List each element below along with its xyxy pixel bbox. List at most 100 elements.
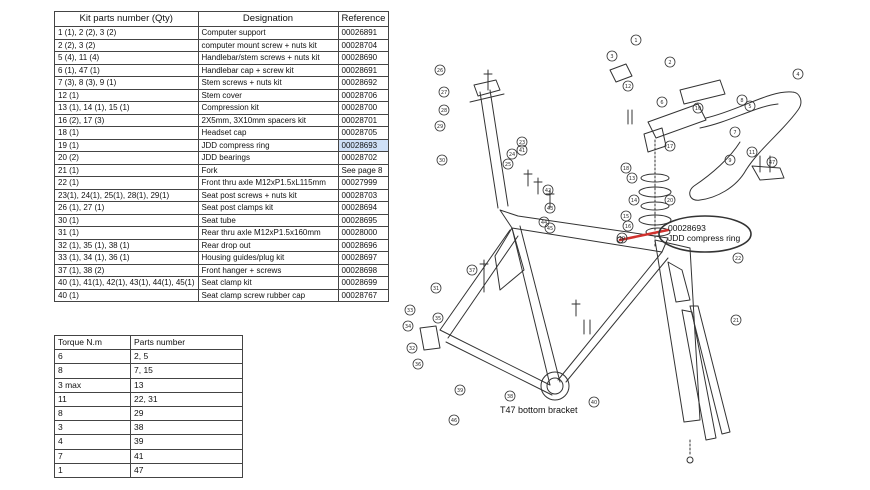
kit-table-cell: 33 (1), 34 (1), 36 (1): [54, 251, 199, 265]
part-number-bubble: [792, 68, 804, 80]
kit-table-cell: 00028695: [337, 213, 390, 227]
kit-table-cell: 40 (1), 41(1), 42(1), 43(1), 44(1), 45(1…: [54, 276, 199, 290]
torque-table-cell: 38: [130, 420, 243, 436]
kit-table-cell: 19 (1): [54, 138, 199, 152]
part-number-bubble: [438, 86, 450, 98]
torque-table-cell: 47: [130, 462, 243, 479]
frame-drawing: 1234567891011121314151617181920212223242…: [402, 34, 804, 464]
kit-table-cell: 00028702: [337, 151, 390, 165]
part-number-bubble: [542, 184, 554, 196]
part-number-bubble: [656, 96, 668, 108]
part-number-bubble: [766, 156, 778, 168]
torque-table-cell: 11: [54, 391, 131, 408]
kit-table-cell: 40 (1): [54, 288, 199, 302]
small-hardware: [479, 69, 771, 335]
kit-table-cell: 31 (1): [54, 226, 199, 240]
torque-table-cell: 7, 15: [130, 363, 243, 379]
part-number-bubble: [744, 100, 756, 112]
part-number-label: 19: [619, 236, 625, 242]
part-number-label: 6: [660, 100, 663, 106]
kit-table-cell: Stem cover: [197, 88, 339, 102]
torque-table-cell: 2, 5: [130, 349, 243, 365]
torque-table-cell: 39: [130, 434, 243, 450]
torque-header-parts: Parts number: [130, 334, 243, 351]
torque-table-cell: 3 max: [54, 377, 131, 393]
part-number-bubble: [746, 146, 758, 158]
part-number-bubble: [732, 252, 744, 264]
part-number-bubble: [664, 194, 676, 206]
part-number-label: 35: [435, 316, 441, 322]
part-number-bubble: [622, 80, 634, 92]
part-number-label: 43: [547, 206, 553, 212]
part-number-bubble: [544, 222, 556, 234]
kit-table-cell: 7 (3), 8 (3), 9 (1): [54, 76, 199, 90]
kit-table-cell: 26 (1), 27 (1): [54, 201, 199, 215]
kit-table-cell: 00028694: [337, 201, 390, 215]
part-number-bubble: [730, 314, 742, 326]
kit-table-cell: 2 (2), 3 (2): [54, 38, 199, 52]
kit-table-cell: Headset cap: [197, 126, 339, 140]
kit-header-designation: Designation: [197, 11, 339, 27]
kit-table-cell: 00028704: [337, 38, 390, 52]
part-number-markers: 1234567891011121314151617181920212223242…: [402, 34, 804, 426]
kit-table-row: 33 (1), 34 (1), 36 (1)Housing guides/plu…: [54, 251, 390, 265]
part-number-bubble: [454, 384, 466, 396]
part-number-label: 16: [625, 224, 631, 230]
part-number-label: 28: [441, 108, 447, 114]
kit-header-reference: Reference: [337, 11, 390, 27]
kit-table-cell: 6 (1), 47 (1): [54, 63, 199, 77]
stem-handlebar: [609, 63, 802, 201]
torque-header-torque: Torque N.m: [54, 334, 131, 351]
part-number-bubble: [664, 56, 676, 68]
part-number-bubble: [504, 390, 516, 402]
part-number-label: 23: [519, 140, 525, 146]
kit-table-cell: 00028703: [337, 188, 390, 202]
kit-table-cell: 22 (1): [54, 176, 199, 190]
part-number-bubble: [616, 232, 628, 244]
part-number-bubble: [628, 194, 640, 206]
part-number-label: 15: [623, 214, 629, 220]
part-number-label: 9: [728, 158, 731, 164]
part-number-label: 29: [437, 124, 443, 130]
part-number-label: 8: [740, 98, 743, 104]
part-number-label: 45: [547, 226, 553, 232]
part-number-bubble: [406, 342, 418, 354]
kit-table-cell: Handlebar/stem screws + nuts kit: [197, 51, 339, 65]
part-number-bubble: [664, 140, 676, 152]
kit-table-cell: Seat post screws + nuts kit: [197, 188, 339, 202]
part-number-bubble: [466, 264, 478, 276]
kit-table-cell: Stem screws + nuts kit: [197, 76, 339, 90]
kit-table-cell: 00028705: [337, 126, 390, 140]
part-number-bubble: [434, 120, 446, 132]
part-number-bubble: [538, 216, 550, 228]
kit-table-cell: Front hanger + screws: [197, 263, 339, 277]
callout-name: JDD compress ring: [668, 233, 741, 243]
part-number-label: 27: [441, 90, 447, 96]
kit-table-cell: 00028690: [337, 51, 390, 65]
kit-table-row: 40 (1), 41(1), 42(1), 43(1), 44(1), 45(1…: [54, 276, 390, 290]
kit-table-cell: JDD compress ring: [197, 138, 339, 152]
part-number-label: 20: [667, 198, 673, 204]
part-number-bubble: [724, 154, 736, 166]
part-number-label: 44: [541, 220, 547, 226]
bottom-bracket-label: T47 bottom bracket: [500, 405, 578, 415]
part-number-label: 32: [409, 346, 415, 352]
part-number-label: 4: [796, 72, 799, 78]
part-number-label: 17: [667, 144, 673, 150]
part-number-bubble: [544, 202, 556, 214]
kit-table-cell: 00028691: [337, 63, 390, 77]
kit-table-cell: 00028698: [337, 263, 390, 277]
kit-table-cell: 00027999: [337, 176, 390, 190]
kit-table-cell: 00028000: [337, 226, 390, 240]
kit-table-cell: Seat tube: [197, 213, 339, 227]
